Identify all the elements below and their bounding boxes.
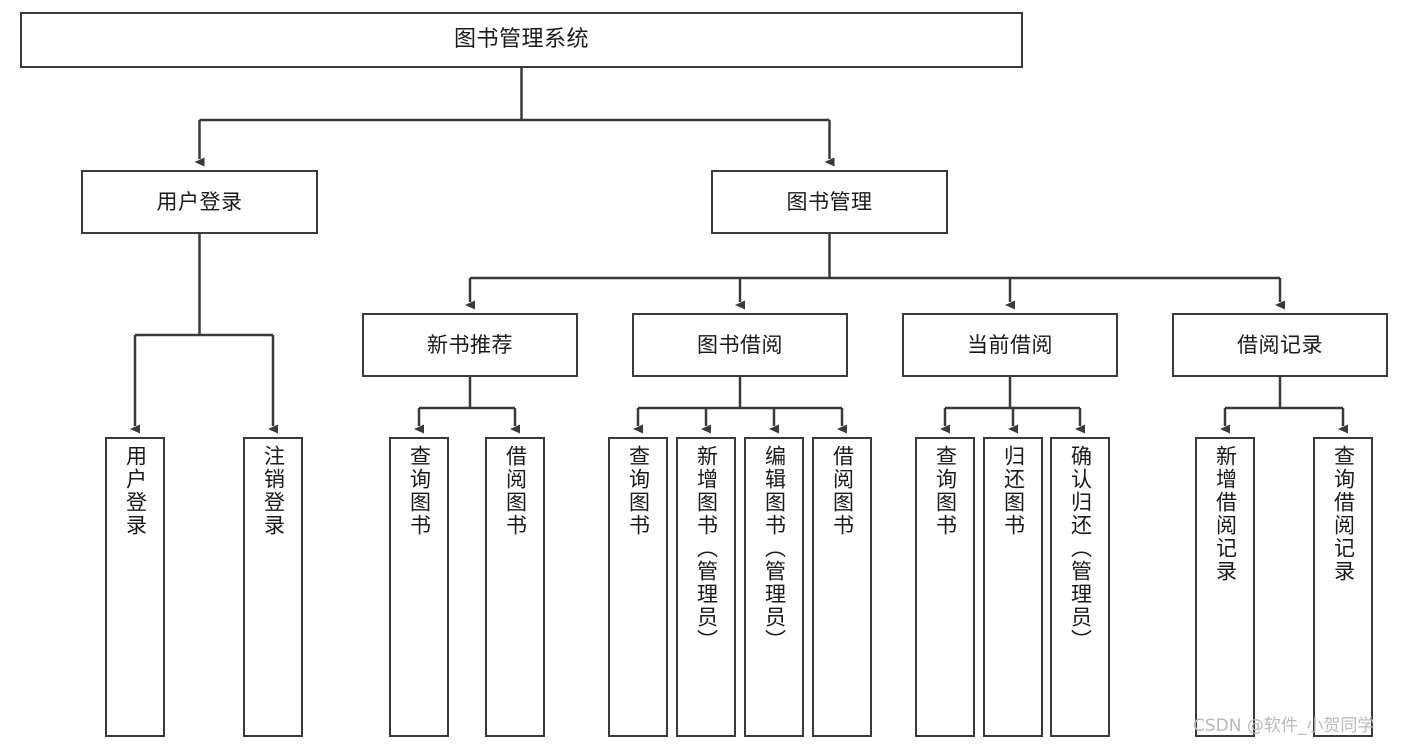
leaf-query-book-1[interactable]: 查询图书	[389, 437, 449, 737]
node-borrow-record[interactable]: 借阅记录	[1172, 313, 1388, 377]
leaf-query-book-2-label: 查询图书	[626, 445, 651, 537]
node-new-book-recommend[interactable]: 新书推荐	[362, 313, 578, 377]
leaf-borrow-book-1-label: 借阅图书	[503, 445, 528, 537]
node-current-borrow-label: 当前借阅	[967, 332, 1053, 357]
leaf-add-book[interactable]: 新增图书（管理员）	[676, 437, 736, 737]
leaf-query-book-3[interactable]: 查询图书	[915, 437, 975, 737]
node-book-borrow[interactable]: 图书借阅	[632, 313, 848, 377]
leaf-borrow-book-1[interactable]: 借阅图书	[485, 437, 545, 737]
leaf-user-login[interactable]: 用户登录	[105, 437, 165, 737]
node-root-label: 图书管理系统	[453, 27, 589, 53]
leaf-edit-book-label: 编辑图书（管理员）	[762, 445, 787, 652]
leaf-logout-label: 注销登录	[261, 445, 286, 537]
node-borrow-record-label: 借阅记录	[1237, 332, 1323, 357]
node-user-login-label: 用户登录	[156, 189, 243, 214]
node-user-login[interactable]: 用户登录	[81, 170, 318, 234]
node-book-manage-label: 图书管理	[786, 189, 873, 214]
node-book-manage[interactable]: 图书管理	[711, 170, 948, 234]
leaf-return-book-label: 归还图书	[1001, 445, 1026, 537]
leaf-confirm-return[interactable]: 确认归还（管理员）	[1050, 437, 1110, 737]
leaf-borrow-book-2-label: 借阅图书	[830, 445, 855, 537]
node-root[interactable]: 图书管理系统	[20, 12, 1023, 68]
leaf-confirm-return-label: 确认归还（管理员）	[1068, 445, 1093, 652]
leaf-logout[interactable]: 注销登录	[243, 437, 303, 737]
leaf-add-book-label: 新增图书（管理员）	[694, 445, 719, 652]
leaf-user-login-label: 用户登录	[123, 445, 148, 537]
watermark: CSDN @软件_小贺同学	[1193, 716, 1375, 736]
leaf-query-book-3-label: 查询图书	[933, 445, 958, 537]
leaf-query-book-2[interactable]: 查询图书	[608, 437, 668, 737]
leaf-add-borrow-record-label: 新增借阅记录	[1213, 445, 1238, 583]
node-new-book-recommend-label: 新书推荐	[427, 332, 513, 357]
leaf-query-book-1-label: 查询图书	[407, 445, 432, 537]
node-current-borrow[interactable]: 当前借阅	[902, 313, 1118, 377]
leaf-query-borrow-record-label: 查询借阅记录	[1331, 445, 1356, 583]
leaf-add-borrow-record[interactable]: 新增借阅记录	[1195, 437, 1255, 737]
node-book-borrow-label: 图书借阅	[697, 332, 783, 357]
leaf-borrow-book-2[interactable]: 借阅图书	[812, 437, 872, 737]
leaf-edit-book[interactable]: 编辑图书（管理员）	[744, 437, 804, 737]
leaf-query-borrow-record[interactable]: 查询借阅记录	[1313, 437, 1373, 737]
leaf-return-book[interactable]: 归还图书	[983, 437, 1043, 737]
